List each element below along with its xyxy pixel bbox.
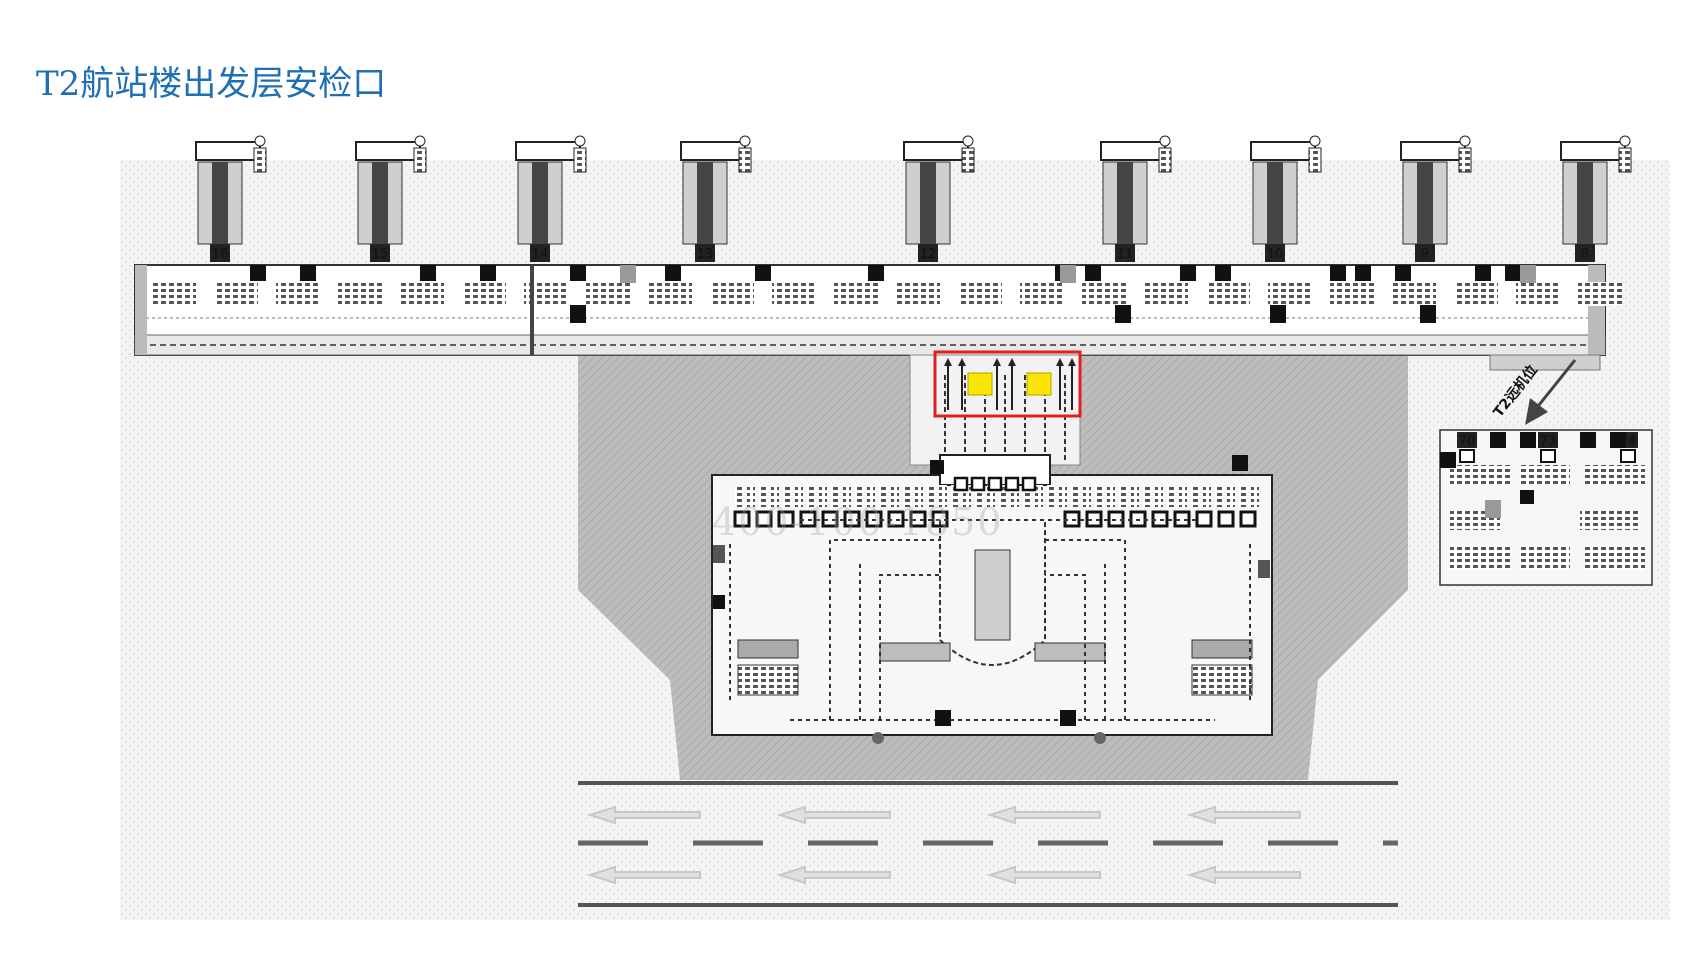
jet-bridge: 15 <box>355 135 427 262</box>
gate-number: 10 <box>1267 247 1284 262</box>
jet-bridge: 8 <box>1560 135 1632 262</box>
gate-number: 16 <box>212 247 229 262</box>
jet-bridge: 11 <box>1100 135 1172 262</box>
security-checkpoint-marker <box>1026 372 1052 396</box>
remote-gate: 73 <box>1538 432 1558 463</box>
security-checkpoint-marker <box>967 372 993 396</box>
jet-bridge: 12 <box>903 135 975 262</box>
gate-number: 12 <box>920 247 937 262</box>
jet-bridge: 13 <box>680 135 752 262</box>
gate-number: 14 <box>532 247 549 262</box>
remote-gate: 70 <box>1457 432 1477 463</box>
security-zone <box>909 354 1081 466</box>
gate-number: 9 <box>1421 247 1429 262</box>
jet-bridge: 9 <box>1400 135 1472 262</box>
jet-bridge: 10 <box>1250 135 1322 262</box>
jet-bridge: 14 <box>515 135 587 262</box>
remote-gate-number: 70 <box>1459 434 1476 449</box>
page-title: T2航站楼出发层安检口 <box>36 64 387 104</box>
gate-number: 13 <box>697 247 714 262</box>
watermark: 400-100-1850 <box>712 500 1004 544</box>
remote-gate-number: 73 <box>1540 434 1557 449</box>
gate-number: 11 <box>1117 247 1134 262</box>
gate-number: 15 <box>372 247 389 262</box>
gate-number: 8 <box>1581 247 1589 262</box>
jet-bridge: 16 <box>195 135 267 262</box>
roadway <box>578 781 1398 907</box>
central-island <box>974 549 1011 641</box>
highlight-box <box>933 350 1082 418</box>
